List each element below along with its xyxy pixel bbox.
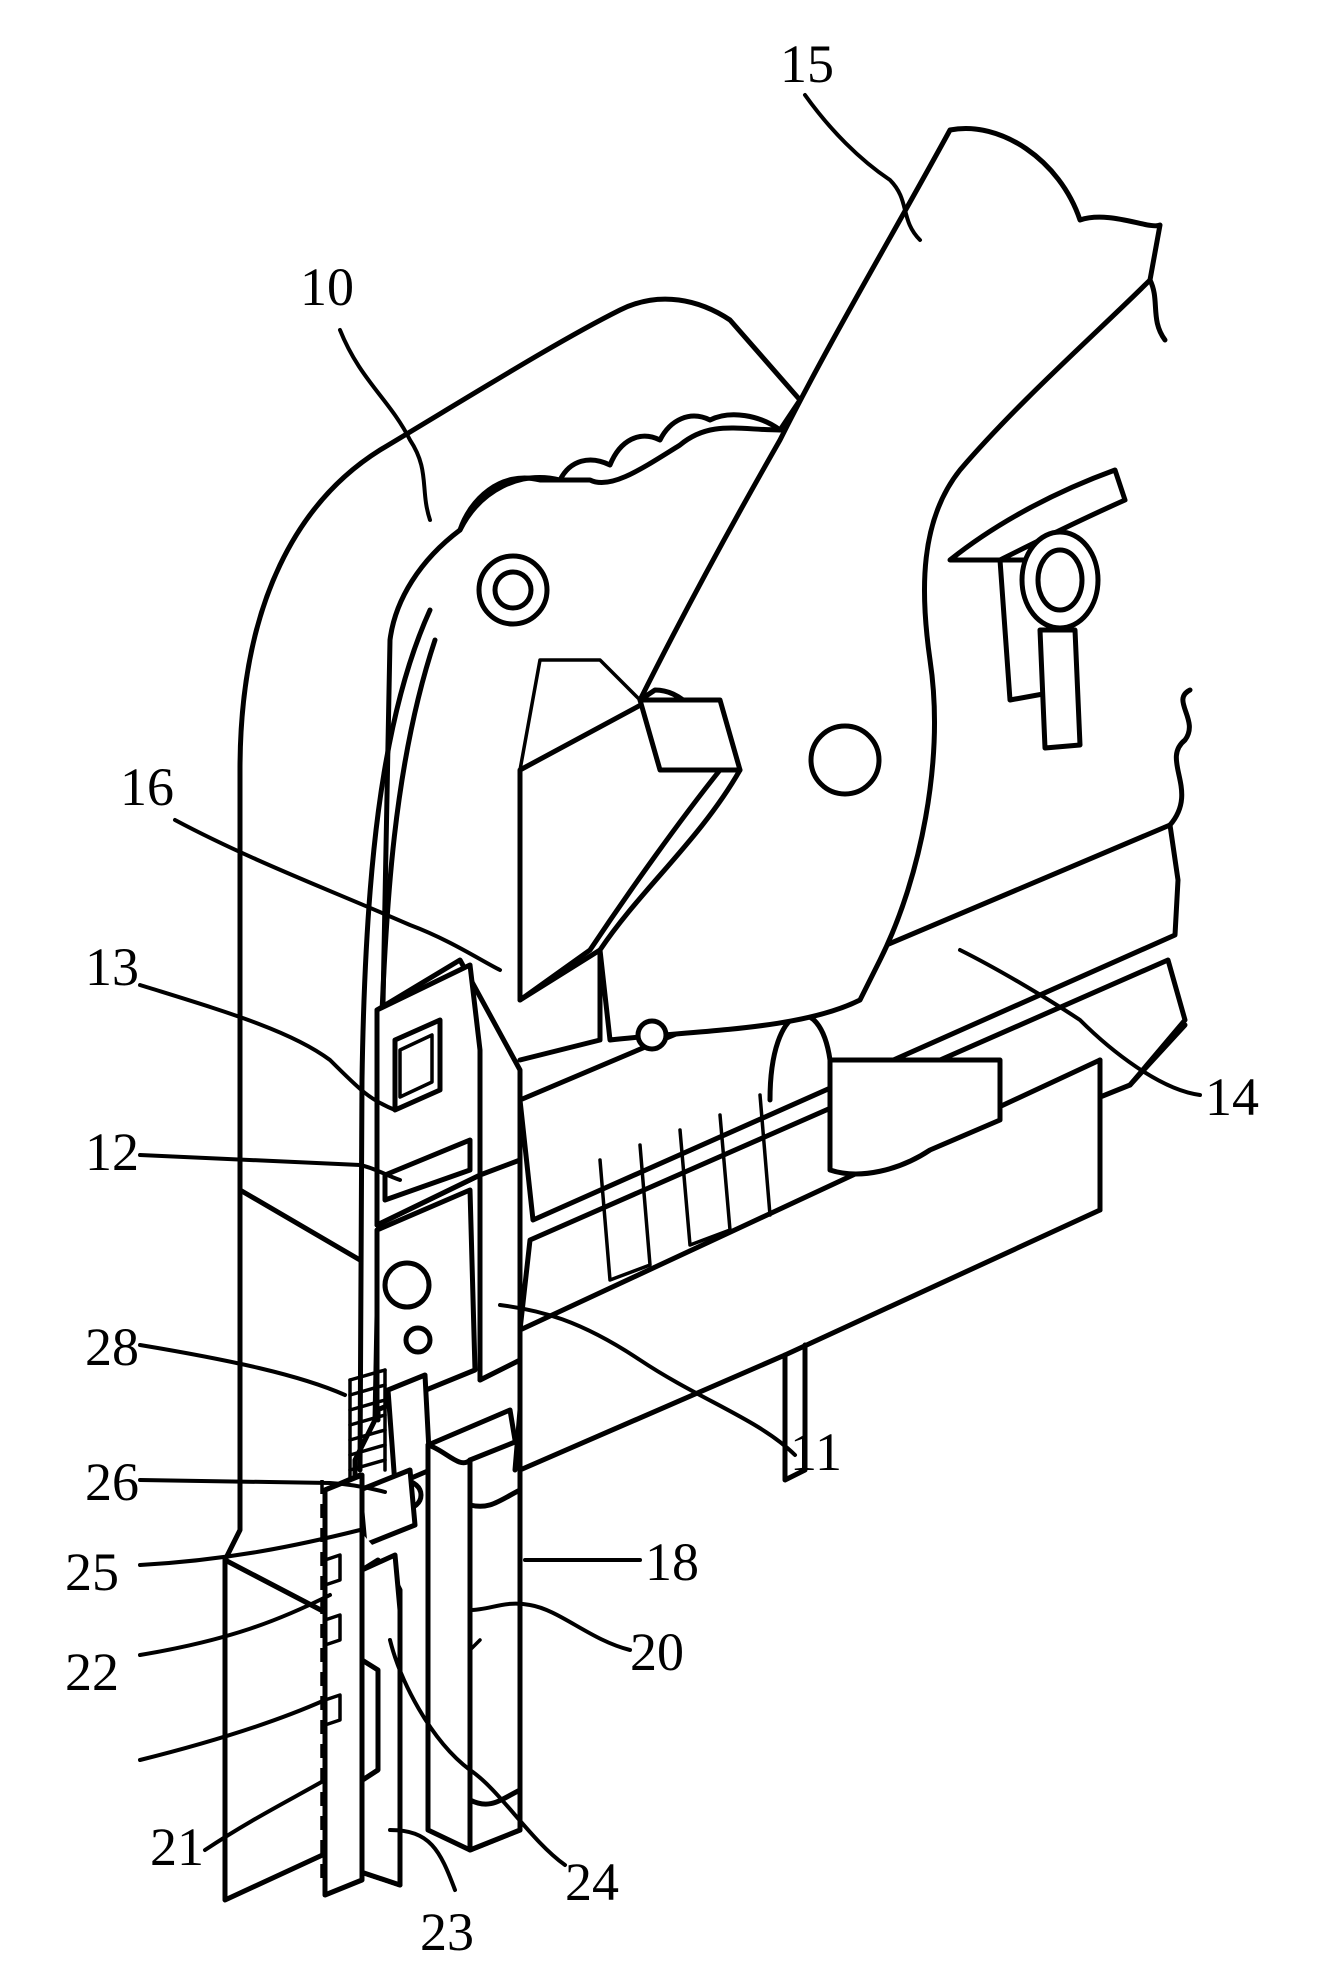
label-14: 14: [1205, 1067, 1259, 1127]
label-25: 25: [65, 1542, 119, 1602]
slider-body-18: [428, 1410, 520, 1850]
rear-bracket: [950, 470, 1125, 748]
label-21: 21: [150, 1817, 204, 1877]
label-28: 28: [85, 1317, 139, 1377]
slide-plate-11: [377, 960, 520, 1410]
label-15: 15: [780, 34, 834, 94]
label-22: 22: [65, 1642, 119, 1702]
label-24: 24: [565, 1852, 619, 1912]
label-26: 26: [85, 1452, 139, 1512]
label-13: 13: [85, 937, 139, 997]
latch-26: [360, 1470, 421, 1545]
label-18: 18: [645, 1532, 699, 1592]
label-10: 10: [300, 257, 354, 317]
label-23: 23: [420, 1902, 474, 1962]
label-12: 12: [85, 1122, 139, 1182]
label-20: 20: [630, 1622, 684, 1682]
label-11: 11: [790, 1422, 842, 1482]
label-16: 16: [120, 757, 174, 817]
